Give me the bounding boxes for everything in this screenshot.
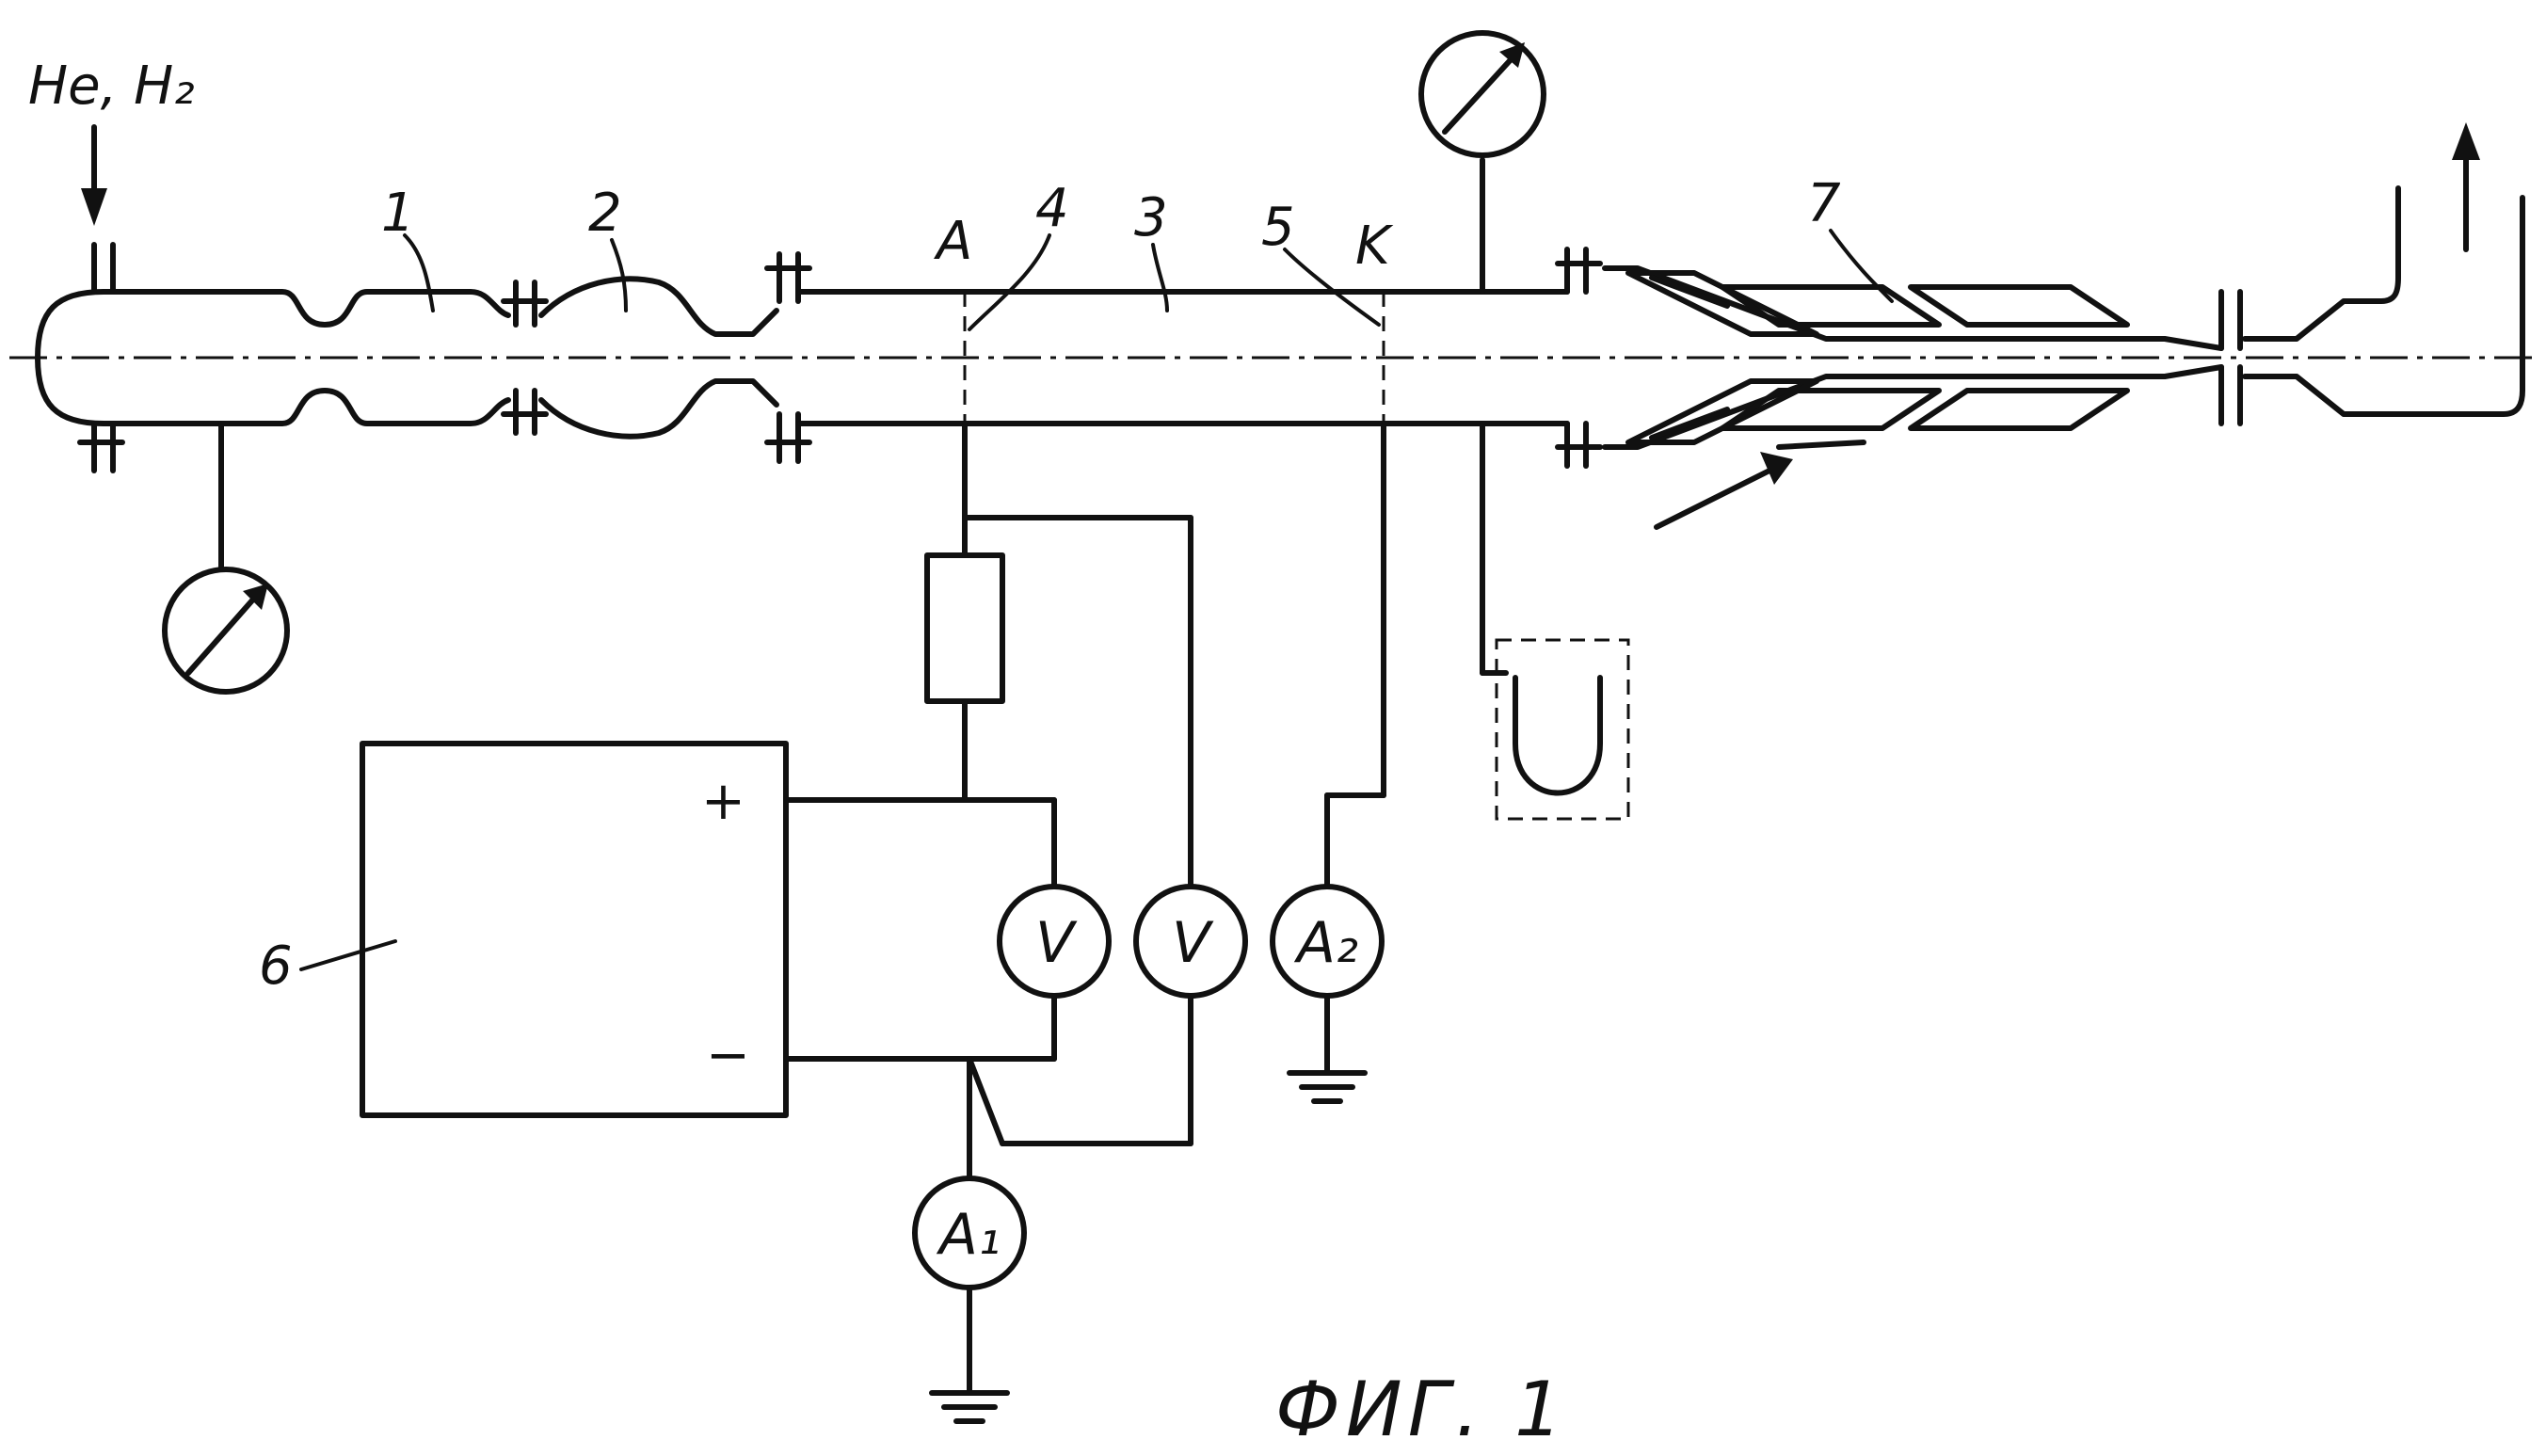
gas-label: He, H₂ [28,56,195,117]
supply-minus-label: − [706,1025,750,1086]
outflow-arrow-icon [2452,122,2480,160]
ground-2-icon [1289,1073,1365,1101]
label-2: 2 [588,183,622,244]
inflow-arrow-icon [1657,442,1864,527]
u-tube-manometer [1482,424,1628,819]
voltmeter-1-label: V [1035,910,1078,976]
label-3: 3 [1134,187,1168,248]
figure-caption: ФИГ. 1 [1275,1366,1568,1453]
pressure-gauge-2 [1421,33,1544,292]
ammeter-1-label: A₁ [936,1202,1001,1268]
label-7: 7 [1807,173,1841,234]
gas-inlet: He, H₂ [28,56,195,226]
pressure-gauge-1 [165,424,287,692]
voltmeter-2-label: V [1172,910,1214,976]
exit-pipe [2245,122,2522,414]
label-5: 5 [1261,197,1295,258]
label-anode: A [934,211,972,272]
callouts: 1 2 A 4 3 5 K 7 [381,173,1892,329]
electrical-circuit: + − 6 V V A₁ A₂ [259,518,1384,1421]
label-cathode: K [1355,216,1394,277]
label-1: 1 [381,183,415,244]
ballast-resistor [927,555,1002,701]
supply-plus-label: + [701,771,745,832]
ground-1-icon [932,1393,1007,1421]
label-6: 6 [259,936,293,997]
ammeter-2-label: A₂ [1293,910,1358,976]
label-4: 4 [1035,178,1069,239]
